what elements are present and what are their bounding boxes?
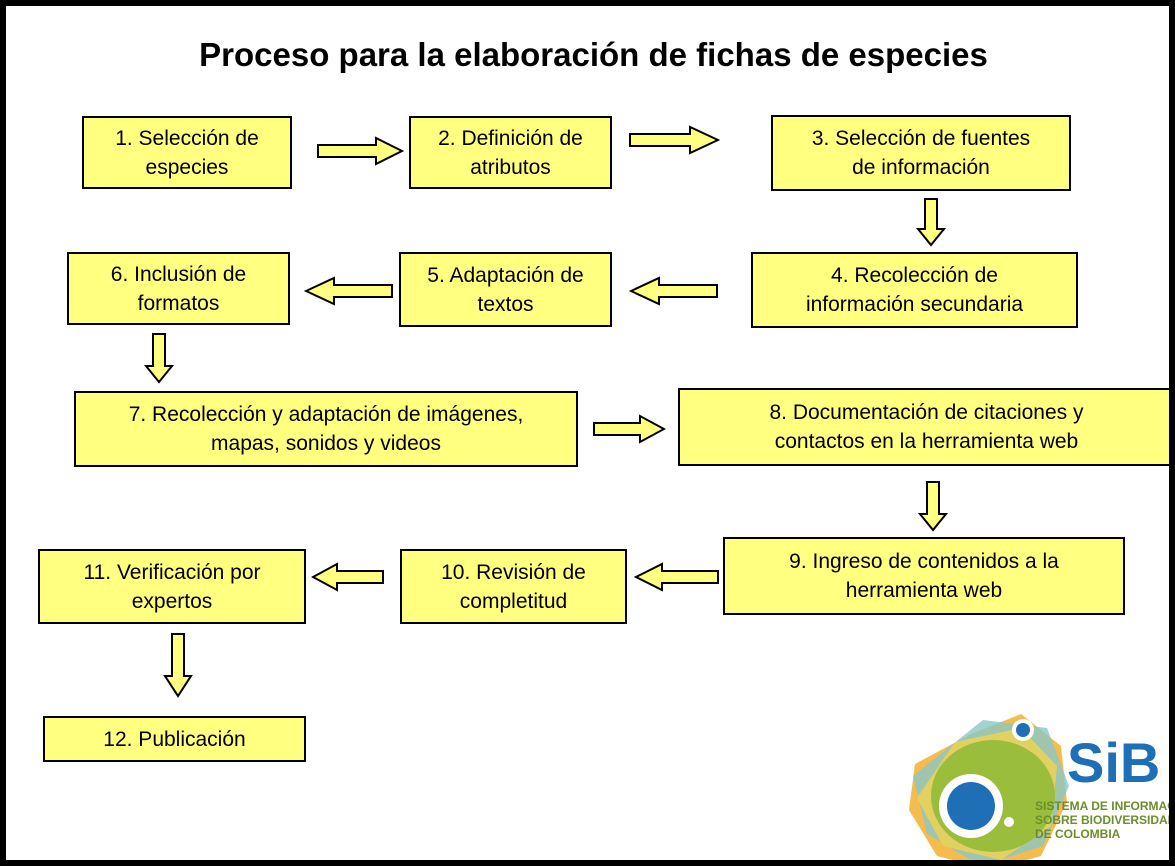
arrow-left-5-6 [304,276,393,306]
logo-line3: DE COLOMBIA [1035,827,1121,841]
step-5-box: 5. Adaptación de textos [399,252,612,327]
step-10-box: 10. Revisión de completitud [400,549,627,624]
arrow-left-10-11 [311,562,384,592]
step-2-line2: atributos [470,155,551,179]
arrow-left-4-5 [629,276,718,306]
step-11-line2: expertos [131,589,213,613]
step-4-line1: 4. Recolección de [831,264,998,287]
arrow-down-8-9 [918,481,948,532]
step-8-line2: contactos en la herramienta web [774,430,1079,453]
step-12-line1: 12. Publicación [103,727,246,751]
step-1-line1: 1. Selección de [115,126,259,150]
step-7-line2: mapas, sonidos y videos [211,432,441,455]
step-1-box: 1. Selección de especies [82,116,292,189]
step-6-box: 6. Inclusión de formatos [67,252,290,325]
arrow-right-7-8 [593,414,666,444]
step-4-box: 4. Recolección de información secundaria [751,252,1078,328]
arrow-down-3-4 [916,198,946,247]
diagram-title: Proceso para la elaboración de fichas de… [199,36,988,73]
arrow-down-6-7 [144,333,174,384]
step-3-line2: de información [852,156,990,179]
step-5-line2: textos [477,292,534,316]
step-10-line1: 10. Revisión de [441,560,586,584]
logo-emblem-shape [909,714,1069,860]
step-6-line2: formatos [137,291,220,315]
logo-line2: SOBRE BIODIVERSIDAD [1035,813,1175,827]
step-1-line2: especies [145,155,229,179]
step-7-line1: 7. Recolección y adaptación de imágenes, [128,403,524,426]
arrow-down-11-12 [163,633,193,698]
step-10-line2: completitud [459,589,568,613]
step-11-box: 11. Verificación por expertos [38,549,306,624]
step-2-line1: 2. Definición de [438,126,583,150]
step-3-box: 3. Selección de fuentes de información [771,115,1071,191]
step-9-line2: herramienta web [845,579,1003,602]
step-9-line1: 9. Ingreso de contenidos a la [789,550,1059,573]
step-12-box: 12. Publicación [43,716,306,762]
arrow-left-9-10 [634,562,719,592]
step-9-box: 9. Ingreso de contenidos a la herramienta… [723,537,1125,615]
step-8-line1: 8. Documentación de citaciones y [769,401,1084,424]
step-4-line2: información secundaria [805,293,1024,316]
step-8-box: 8. Documentación de citaciones y contacto… [678,388,1169,466]
step-2-box: 2. Definición de atributos [409,116,612,189]
step-7-box: 7. Recolección y adaptación de imágenes,… [74,391,578,467]
step-11-line1: 11. Verificación por [83,560,261,584]
arrow-right-2-3 [629,125,720,155]
logo-acronym: SiB [1067,731,1160,794]
step-5-line1: 5. Adaptación de [427,263,584,287]
sib-logo: SiB SISTEMA DE INFORMACIÓ SOBRE BIODIVER… [909,714,1175,860]
logo-line1: SISTEMA DE INFORMACIÓ [1035,798,1175,813]
step-3-line1: 3. Selección de fuentes [811,127,1031,150]
arrow-right-1-2 [317,136,404,166]
step-6-line1: 6. Inclusión de [110,262,247,286]
